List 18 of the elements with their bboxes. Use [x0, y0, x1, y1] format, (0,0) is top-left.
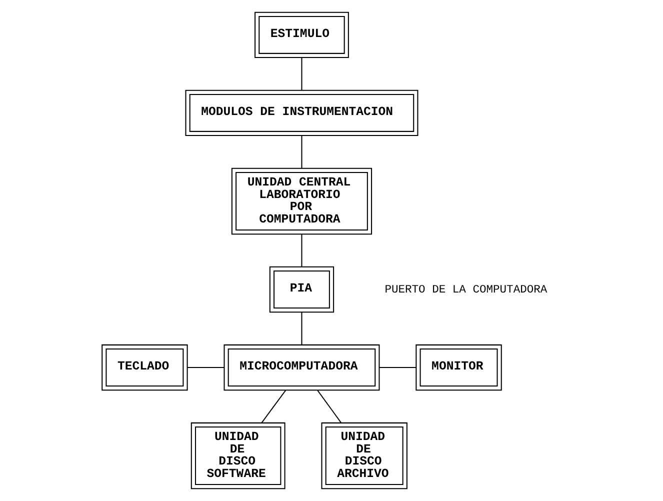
- connector: [187, 367, 224, 368]
- node-box: MICROCOMPUTADORA: [224, 344, 380, 391]
- connector: [379, 367, 416, 368]
- connector: [261, 390, 286, 424]
- node-box: UNIDAD CENTRAL LABORATORIO POR COMPUTADORA: [231, 168, 372, 235]
- connector: [301, 312, 302, 345]
- connector: [301, 136, 302, 168]
- connector: [317, 390, 342, 424]
- node-box: PIA: [269, 266, 334, 313]
- node-box: UNIDAD DE DISCO SOFTWARE: [190, 422, 286, 490]
- node-box: MONITOR: [416, 344, 502, 391]
- node-box: ESTIMULO: [254, 12, 349, 58]
- connector: [301, 58, 302, 90]
- node-box: TECLADO: [102, 344, 188, 391]
- label: PUERTO DE LA COMPUTADORA: [384, 284, 548, 296]
- node-box: MODULOS DE INSTRUMENTACION: [185, 90, 418, 136]
- connector: [301, 234, 302, 267]
- node-box: UNIDAD DE DISCO ARCHIVO: [321, 422, 408, 490]
